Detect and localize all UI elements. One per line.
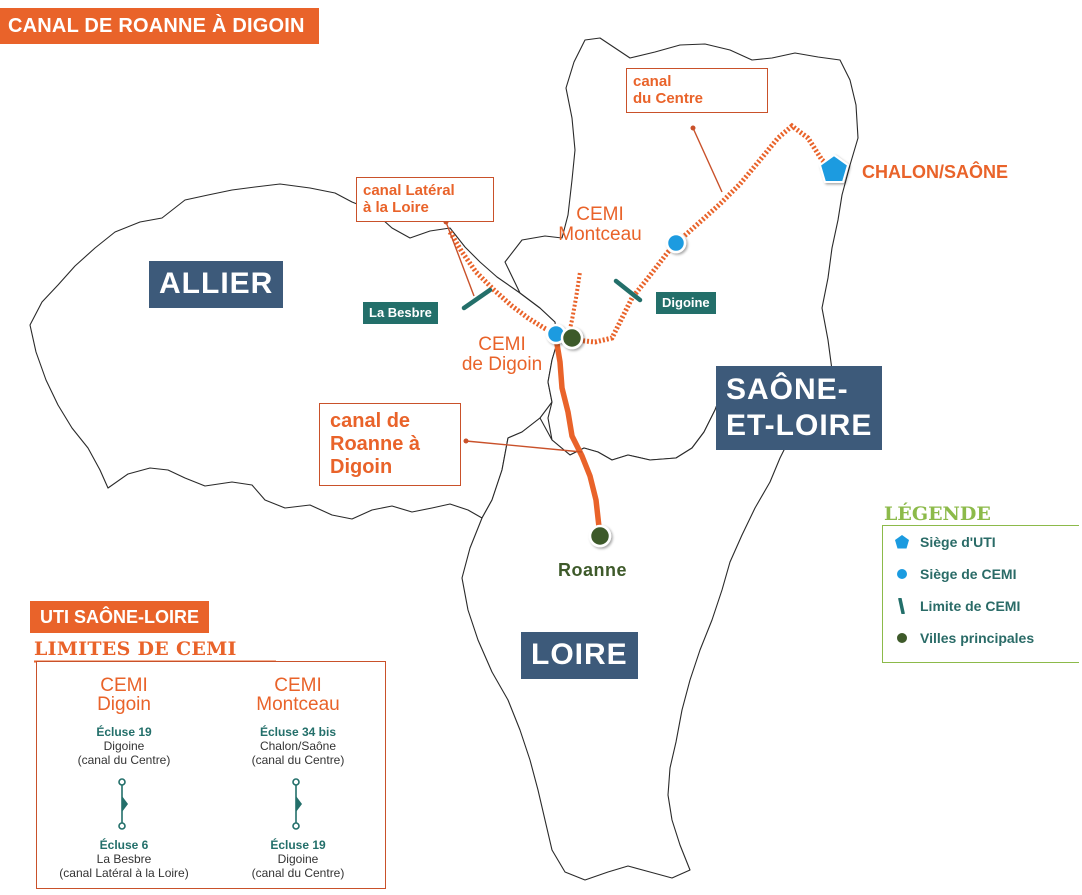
cemi-montceau-label: CEMI Montceau — [540, 205, 660, 245]
lock-top-place: Digoine — [103, 738, 145, 753]
callout-canal-roanne-line1: canal de — [330, 410, 411, 432]
leader-canal-centre — [692, 127, 723, 193]
leader-end-dot-1 — [690, 125, 696, 131]
callout-canal-lateral-line2: à la Loire — [363, 199, 429, 217]
canal-lateral-route — [447, 230, 558, 337]
cemi-limit-bar-digoine — [613, 278, 643, 303]
cemi-montceau-line1: CEMI — [576, 204, 624, 225]
callout-canal-roanne-digoin: canal de Roanne à Digoin — [319, 403, 461, 486]
callout-canal-roanne-line3: Digoin — [330, 456, 393, 478]
leader-canal-lateral — [445, 221, 475, 297]
uti-headquarters-icon — [818, 153, 850, 183]
callout-canal-lateral: canal Latéral à la Loire — [356, 177, 494, 222]
lock-segment-icon — [118, 777, 128, 830]
cemi-digoin-line1: CEMI — [478, 334, 526, 355]
column-head-digoin-line1: CEMI — [100, 675, 148, 696]
legend-label-cemi: Siège de CEMI — [920, 566, 1017, 582]
cemi-limits-title: LIMITES DE CEMI — [34, 638, 237, 660]
blue-dot-icon — [897, 569, 907, 579]
legend-item-uti: Siège d'UTI — [894, 531, 996, 553]
lock-bottom-name: Écluse 6 — [99, 837, 149, 852]
saone-et-loire-line2: ET-LOIRE — [726, 409, 873, 442]
callout-canal-du-centre-line1: canal — [633, 73, 672, 90]
map-title: CANAL DE ROANNE À DIGOIN — [0, 8, 319, 44]
column-head-montceau-line1: CEMI — [274, 675, 322, 696]
column-head-montceau-line2: Montceau — [256, 694, 340, 716]
legend-label-city: Villes principales — [920, 630, 1035, 646]
green-dot-icon — [897, 633, 907, 643]
limit-tag-digoine: Digoine — [656, 292, 716, 315]
limits-column-digoin: CEMI Digoin Écluse 19 Digoine (canal du … — [37, 662, 211, 880]
legend-label-limit: Limite de CEMI — [920, 598, 1021, 614]
limits-column-montceau: CEMI Montceau Écluse 34 bis Chalon/Saône… — [211, 662, 385, 880]
cemi-digoin-line2: de Digoin — [461, 353, 543, 375]
legend-title: LÉGENDE — [884, 503, 995, 525]
roanne-city-dot — [588, 524, 612, 548]
digoin-city-dot — [560, 326, 584, 350]
lock-top-canal: (canal du Centre) — [251, 753, 345, 768]
lock-bottom-place: La Besbre — [96, 851, 152, 866]
leader-canal-roanne — [465, 440, 583, 453]
callout-canal-lateral-line1: canal Latéral — [363, 182, 455, 199]
callout-canal-du-centre: canal du Centre — [626, 68, 768, 113]
cemi-limits-box: CEMI Digoin Écluse 19 Digoine (canal du … — [36, 661, 386, 889]
limit-tag-la-besbre: La Besbre — [363, 302, 438, 325]
callout-canal-du-centre-line2: du Centre — [633, 90, 704, 108]
limit-bar-icon — [898, 598, 905, 614]
lock-bottom-canal: (canal du Centre) — [251, 865, 345, 880]
leader-end-dot-3 — [463, 438, 469, 444]
column-head-montceau: CEMI Montceau — [211, 676, 385, 715]
lock-segment-icon — [292, 777, 302, 830]
pentagon-icon — [895, 535, 909, 549]
legend-item-limit: Limite de CEMI — [894, 595, 1020, 617]
lock-top-name: Écluse 34 bis — [259, 724, 337, 739]
legend-label-uti: Siège d'UTI — [920, 534, 996, 550]
cemi-montceau-dot — [665, 232, 687, 254]
lock-bottom-place: Digoine — [277, 851, 319, 866]
city-label-roanne: Roanne — [558, 560, 628, 580]
uti-banner: UTI SAÔNE-LOIRE — [30, 601, 210, 633]
canal-du-centre-route — [555, 122, 836, 345]
department-label-allier: ALLIER — [149, 261, 284, 308]
column-head-digoin-line2: Digoin — [97, 694, 151, 716]
saone-et-loire-line1: SAÔNE- — [726, 373, 849, 406]
cemi-montceau-line2: Montceau — [558, 223, 642, 245]
legend-item-city: Villes principales — [894, 627, 1034, 649]
cemi-limit-bar-la-besbre — [461, 287, 493, 311]
cemi-digoin-label: CEMI de Digoin — [452, 335, 552, 375]
lock-bottom-name: Écluse 19 — [270, 837, 326, 852]
legend-frame — [882, 525, 1079, 663]
department-label-saone-et-loire: SAÔNE- ET-LOIRE — [716, 366, 883, 450]
callout-canal-roanne-line2: Roanne à — [330, 433, 421, 455]
lock-top-place: Chalon/Saône — [259, 738, 337, 753]
lock-bottom-canal: (canal Latéral à la Loire) — [59, 865, 189, 880]
legend: LÉGENDE Siège d'UTI Siège de CEMI Limite… — [882, 503, 1079, 663]
lock-top-canal: (canal du Centre) — [77, 753, 171, 768]
legend-item-cemi: Siège de CEMI — [894, 563, 1016, 585]
canal-roanne-digoin-route — [553, 335, 603, 539]
city-label-chalon: CHALON/SAÔNE — [862, 162, 1009, 182]
lock-top-name: Écluse 19 — [96, 724, 152, 739]
department-label-loire: LOIRE — [521, 632, 638, 679]
column-head-digoin: CEMI Digoin — [37, 676, 211, 715]
